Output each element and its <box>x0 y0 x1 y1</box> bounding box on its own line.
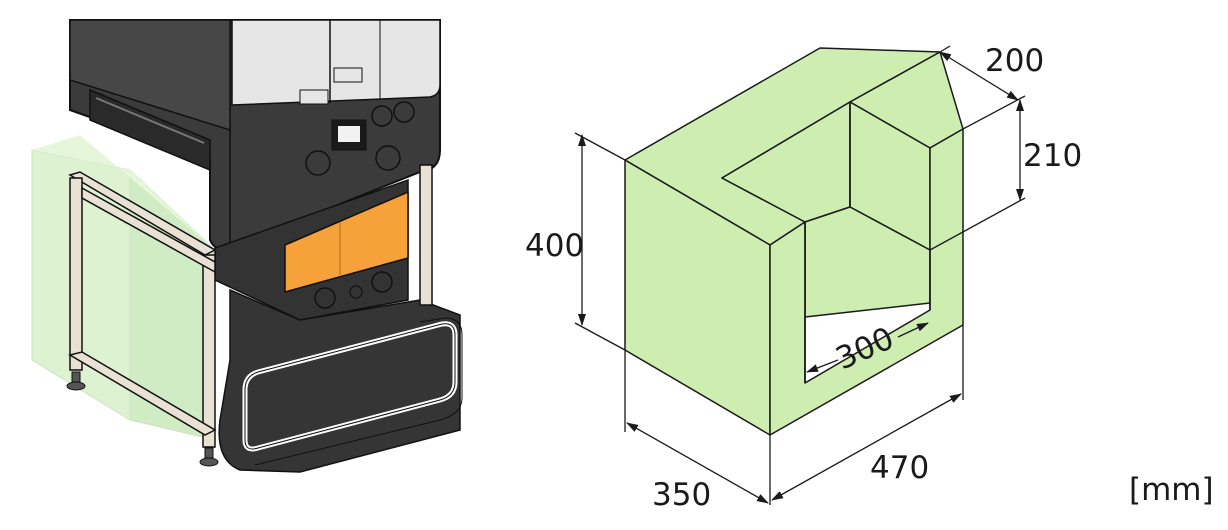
unit-label: [mm] <box>1129 472 1214 508</box>
dimension-lines <box>574 45 1026 505</box>
support-frame <box>68 164 433 448</box>
dim-label-height: 400 <box>525 228 584 264</box>
dim-label-depth: 350 <box>652 477 711 513</box>
frame-feet <box>66 371 219 467</box>
dim-label-cut-height: 210 <box>1023 138 1082 174</box>
clearance-block <box>624 47 964 436</box>
dim-line-470 <box>771 393 962 501</box>
dim-line-300-right <box>897 322 929 338</box>
clearance-zone <box>31 135 216 441</box>
machine-filter-body <box>214 178 409 321</box>
dim-line-300-left <box>806 359 839 373</box>
orange-panel <box>284 190 409 293</box>
dim-label-width: 470 <box>870 450 929 486</box>
machine-top-housing <box>69 19 441 250</box>
dim-line-200 <box>939 51 1019 101</box>
machine-base-duct <box>218 288 463 473</box>
dim-label-cut-depth: 200 <box>985 43 1044 79</box>
machine-illustration <box>31 19 463 473</box>
dim-line-350 <box>626 422 769 504</box>
